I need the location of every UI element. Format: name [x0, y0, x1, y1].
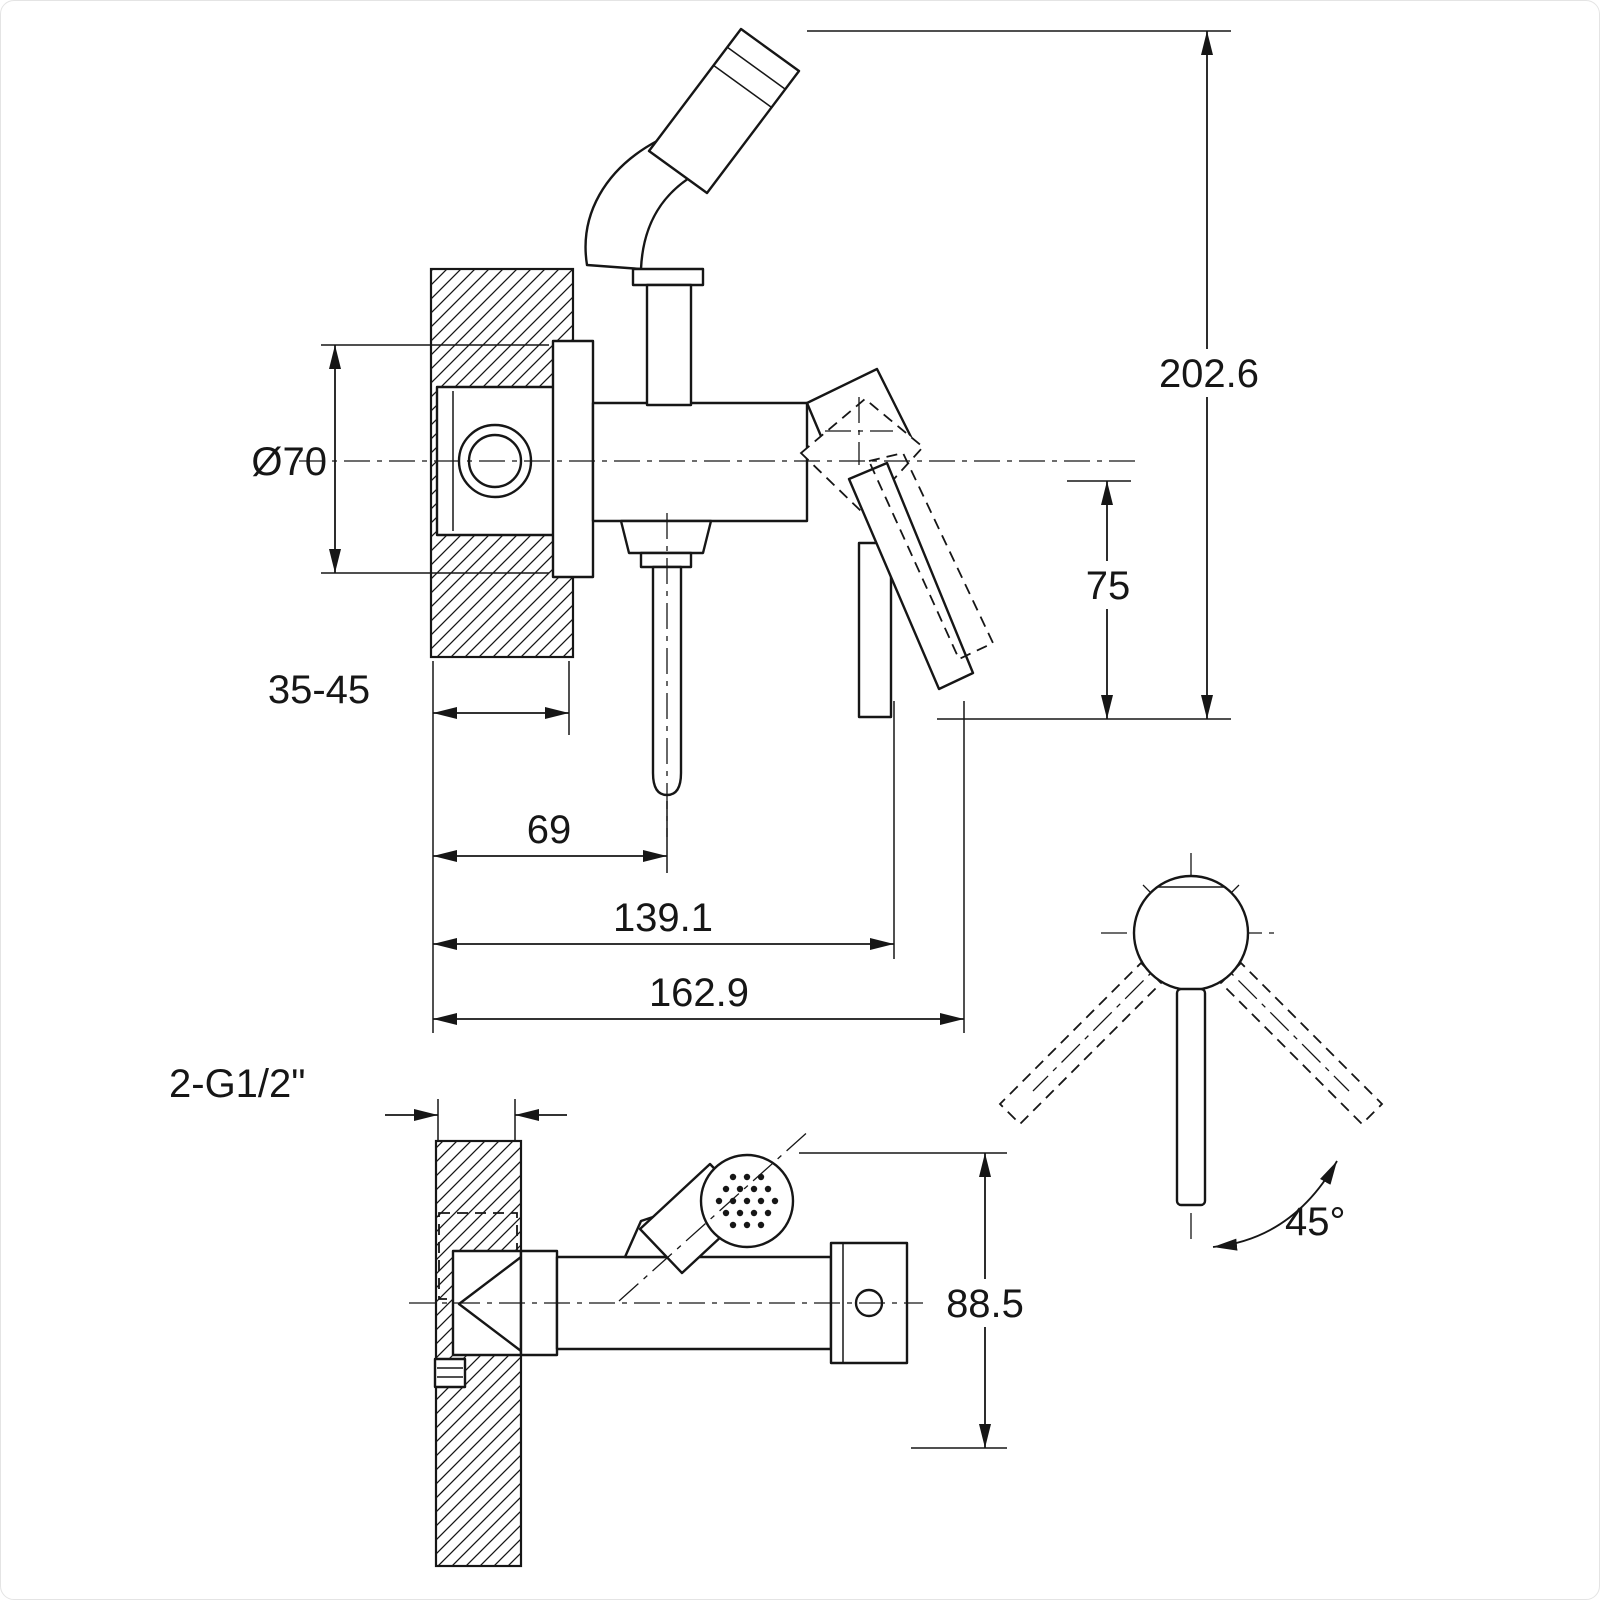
wall-flange	[551, 339, 595, 579]
cartridge-cap-alt	[799, 397, 925, 515]
handle-hub	[1132, 874, 1250, 992]
spray-gun-nozzle	[647, 27, 801, 195]
spray-gun-stem	[645, 283, 693, 407]
spray-gun	[584, 27, 801, 407]
nozzle-ring-2	[712, 64, 772, 108]
dim-body-length: 139.1	[433, 701, 895, 959]
spray-gun-collar	[631, 267, 705, 287]
dim-thread: 2-G1/2"	[169, 1062, 567, 1141]
spray-nozzle-plan	[623, 1153, 795, 1275]
rotation-view: 45°	[998, 853, 1384, 1251]
dim-diameter: Ø70	[251, 344, 549, 574]
dim-label-plan-height: 88.5	[946, 1282, 1024, 1326]
dim-label-wall-thickness: 35-45	[268, 668, 370, 712]
main-view: Ø70 202.6 75 35-45 69	[251, 27, 1271, 1033]
dim-label-total-height: 202.6	[1159, 352, 1259, 396]
dim-label-thread: 2-G1/2"	[169, 1062, 305, 1106]
mixer-body	[591, 401, 809, 523]
dim-handle-height: 75	[1067, 480, 1139, 719]
dim-label-outlet-offset: 69	[527, 808, 572, 852]
valve-detail-box	[433, 1357, 467, 1389]
dim-label-handle-height: 75	[1086, 564, 1131, 608]
handle-rotated-left	[998, 961, 1163, 1126]
hose-outlet	[619, 519, 713, 797]
handle-rotated-right	[1219, 961, 1384, 1126]
valve-cone	[457, 1255, 523, 1353]
nozzle-spray-holes	[715, 1173, 779, 1229]
dim-wall-thickness: 35-45	[268, 661, 570, 1033]
handle-lower-position	[857, 541, 893, 719]
dim-plan-height: 88.5	[799, 1152, 1047, 1449]
nozzle-axis-centerline	[618, 1128, 812, 1302]
dim-label-total-length: 162.9	[649, 971, 749, 1015]
plan-view: 2-G1/2" 88.5	[169, 1062, 1047, 1568]
lever-handle-alt	[867, 451, 995, 661]
handle-vertical	[1175, 987, 1207, 1207]
outlet-collar	[639, 551, 693, 569]
outlet-nut	[619, 519, 713, 555]
dim-label-diameter: Ø70	[251, 440, 327, 484]
spray-gun-handle	[584, 139, 703, 271]
mixer-handle	[799, 367, 995, 719]
dim-label-swing-angle: 45°	[1285, 1200, 1346, 1244]
lever-handle	[847, 461, 975, 691]
dim-total-length: 162.9	[433, 701, 965, 1033]
nozzle-ring-1	[726, 46, 786, 90]
rotation-arc	[1212, 1160, 1338, 1251]
dim-total-height: 202.6	[807, 30, 1271, 720]
dim-label-body-length: 139.1	[613, 896, 713, 940]
dim-outlet-offset: 69	[433, 801, 668, 873]
